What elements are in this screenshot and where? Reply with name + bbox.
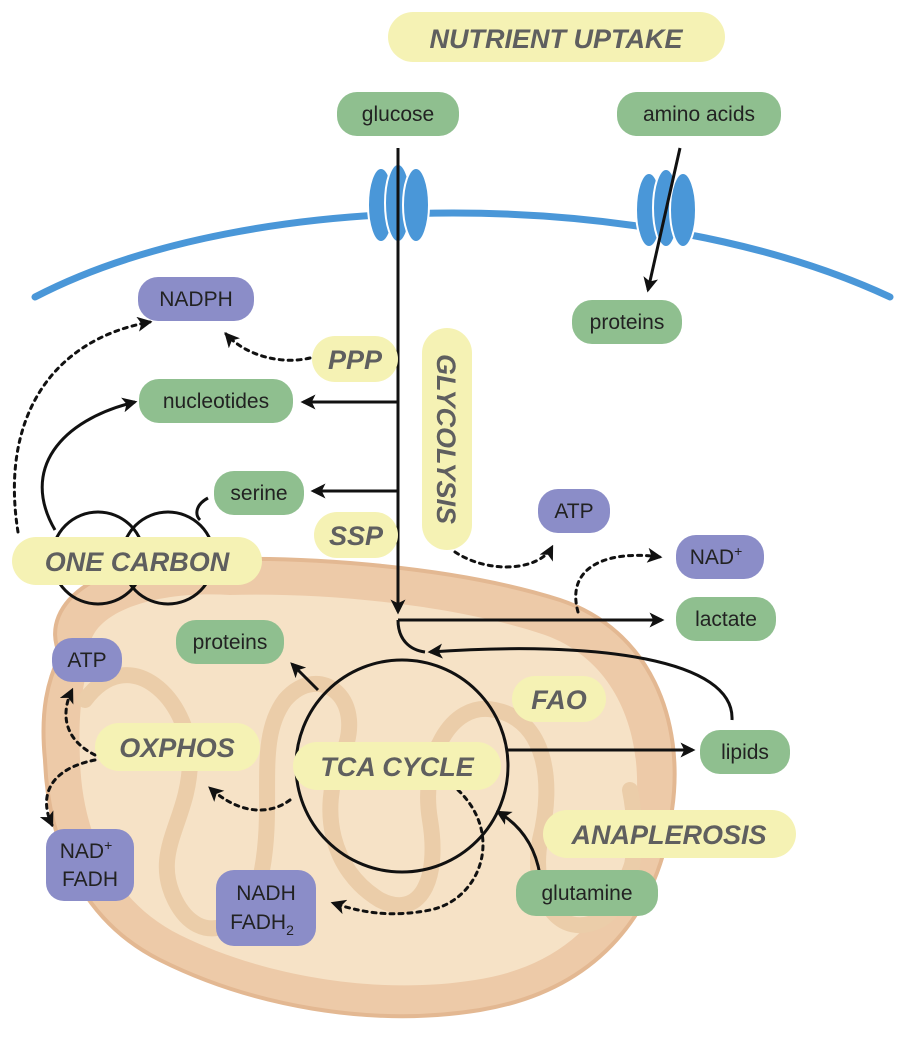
node-nad-fadh-left: NAD+ FADH [46, 829, 134, 901]
node-lipids: lipids [700, 730, 790, 774]
label-fao-text: FAO [531, 685, 587, 715]
label-ppp: PPP [312, 336, 398, 382]
amino-acids-to-proteins-arrow [643, 147, 682, 293]
node-lactate-text: lactate [695, 608, 757, 631]
node-nad-plus-top: NAD+ [676, 535, 764, 579]
node-glucose-text: glucose [362, 103, 434, 126]
node-atp-left: ATP [52, 638, 122, 682]
node-nadh-fadh2: NADH FADH2 [216, 870, 316, 946]
label-anaplerosis: ANAPLEROSIS [543, 810, 796, 858]
label-one-carbon-text: ONE CARBON [45, 547, 230, 577]
tca-to-proteins-arrow [290, 662, 320, 692]
node-atp-left-text: ATP [67, 649, 106, 672]
node-lactate: lactate [676, 597, 776, 641]
label-one-carbon: ONE CARBON [12, 537, 262, 585]
one-carbon-to-nucleotides-arrow [40, 397, 138, 531]
label-fao: FAO [512, 676, 606, 722]
node-serine-text: serine [230, 482, 287, 505]
oxphos-to-atp-arrow [59, 687, 97, 757]
label-nutrient-uptake: NUTRIENT UPTAKE [388, 12, 725, 62]
node-nad-plus-left-text: NAD+ [60, 837, 113, 863]
oxphos-to-nad-arrow [39, 758, 97, 828]
lactate-to-nad-arrow [574, 547, 663, 614]
tca-to-nadh-arrow [330, 788, 485, 916]
into-tca-arrow [396, 619, 426, 654]
glycolysis-to-atp-arrow [453, 544, 554, 569]
label-oxphos-text: OXPHOS [119, 733, 235, 763]
node-nad-plus-left-sup: + [104, 837, 112, 853]
label-tca-cycle-text: TCA CYCLE [320, 752, 474, 782]
node-nadh-text: NADH [236, 882, 296, 905]
one-carbon-to-nadph-arrow [12, 316, 153, 534]
dotted-arrows [12, 316, 663, 916]
label-ssp: SSP [314, 512, 398, 558]
node-nucleotides-text: nucleotides [163, 390, 269, 413]
node-atp-top: ATP [538, 489, 610, 533]
node-nad-plus-top-text: NAD+ [690, 543, 743, 569]
label-ssp-text: SSP [329, 521, 384, 551]
tca-to-oxphos-arrow [208, 786, 292, 812]
node-proteins-top: proteins [572, 300, 682, 344]
mitochondrion-cristae [77, 667, 643, 937]
node-serine: serine [214, 471, 304, 515]
serine-to-one-carbon-line [195, 496, 209, 522]
ppp-to-nadph-arrow [224, 332, 312, 362]
node-nad-plus-top-sup: + [734, 543, 742, 559]
node-proteins-mito-text: proteins [193, 631, 268, 654]
node-fadh2-main: FADH [230, 911, 286, 934]
node-glutamine-text: glutamine [541, 882, 632, 905]
fao-lipids-to-tca-arrow [427, 643, 734, 721]
label-anaplerosis-text: ANAPLEROSIS [570, 820, 766, 850]
node-fadh2-text: FADH2 [230, 911, 294, 938]
cell-membrane [31, 209, 894, 301]
node-fadh2-sub: 2 [286, 922, 294, 938]
label-glycolysis: GLYCOLYSIS [422, 328, 472, 550]
node-glutamine: glutamine [516, 870, 658, 916]
label-tca-cycle: TCA CYCLE [293, 742, 501, 790]
node-nadph: NADPH [138, 277, 254, 321]
label-oxphos: OXPHOS [95, 723, 260, 771]
node-nad-plus-left-main: NAD [60, 840, 104, 863]
node-proteins-mito: proteins [176, 620, 284, 664]
glutamine-to-tca-arrow [495, 810, 542, 876]
node-nadph-text: NADPH [159, 288, 233, 311]
label-nutrient-uptake-text: NUTRIENT UPTAKE [430, 24, 684, 54]
node-fadh-left-text: FADH [62, 868, 118, 891]
amino-acid-transporter [635, 168, 697, 248]
node-amino-acids-text: amino acids [643, 103, 755, 126]
label-ppp-text: PPP [328, 345, 383, 375]
glucose-transporter [367, 163, 430, 243]
node-atp-top-text: ATP [554, 500, 593, 523]
node-glucose: glucose [337, 92, 459, 136]
node-lipids-text: lipids [721, 741, 769, 764]
node-proteins-top-text: proteins [590, 311, 665, 334]
node-nucleotides: nucleotides [139, 379, 293, 423]
label-glycolysis-text: GLYCOLYSIS [431, 354, 461, 524]
node-amino-acids: amino acids [617, 92, 781, 136]
node-nad-plus-top-main: NAD [690, 546, 734, 569]
solid-arrows [40, 147, 734, 876]
